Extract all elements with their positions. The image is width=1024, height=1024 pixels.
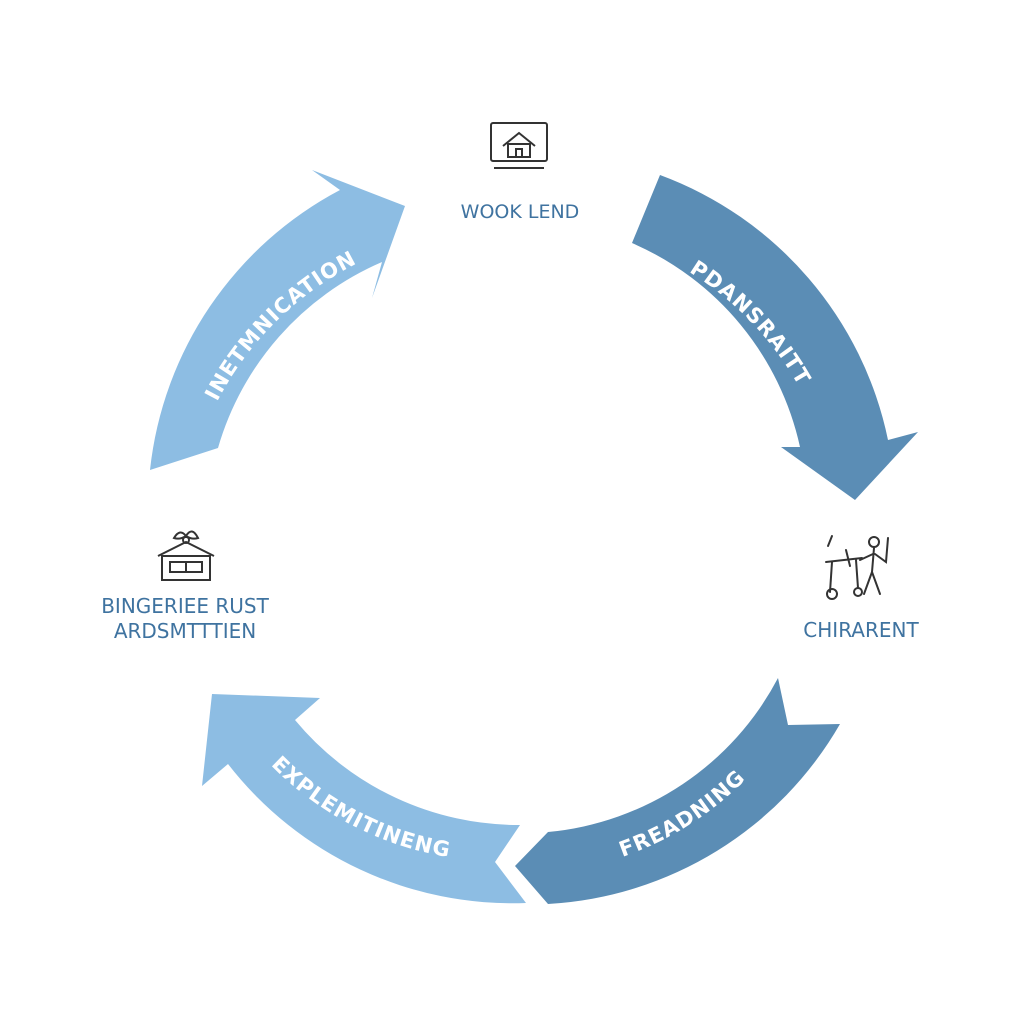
node-label-left: BINGERIEE RUST ARDSMTTTIEN	[80, 594, 290, 644]
monitor-house-icon	[488, 120, 550, 176]
arrow-top-left	[150, 170, 405, 470]
node-label-left-line1: BINGERIEE RUST	[101, 594, 269, 618]
arrow-bottom-right	[515, 678, 840, 904]
node-label-top: WOOK LEND	[460, 201, 580, 223]
node-label-right: CHIRARENT	[803, 618, 919, 642]
arrow-bottom-left	[202, 694, 526, 904]
house-icon	[154, 526, 218, 584]
node-label-left-line2: ARDSMTTTIEN	[113, 619, 257, 643]
worker-icon	[822, 532, 894, 600]
arrow-top-right	[632, 175, 918, 500]
